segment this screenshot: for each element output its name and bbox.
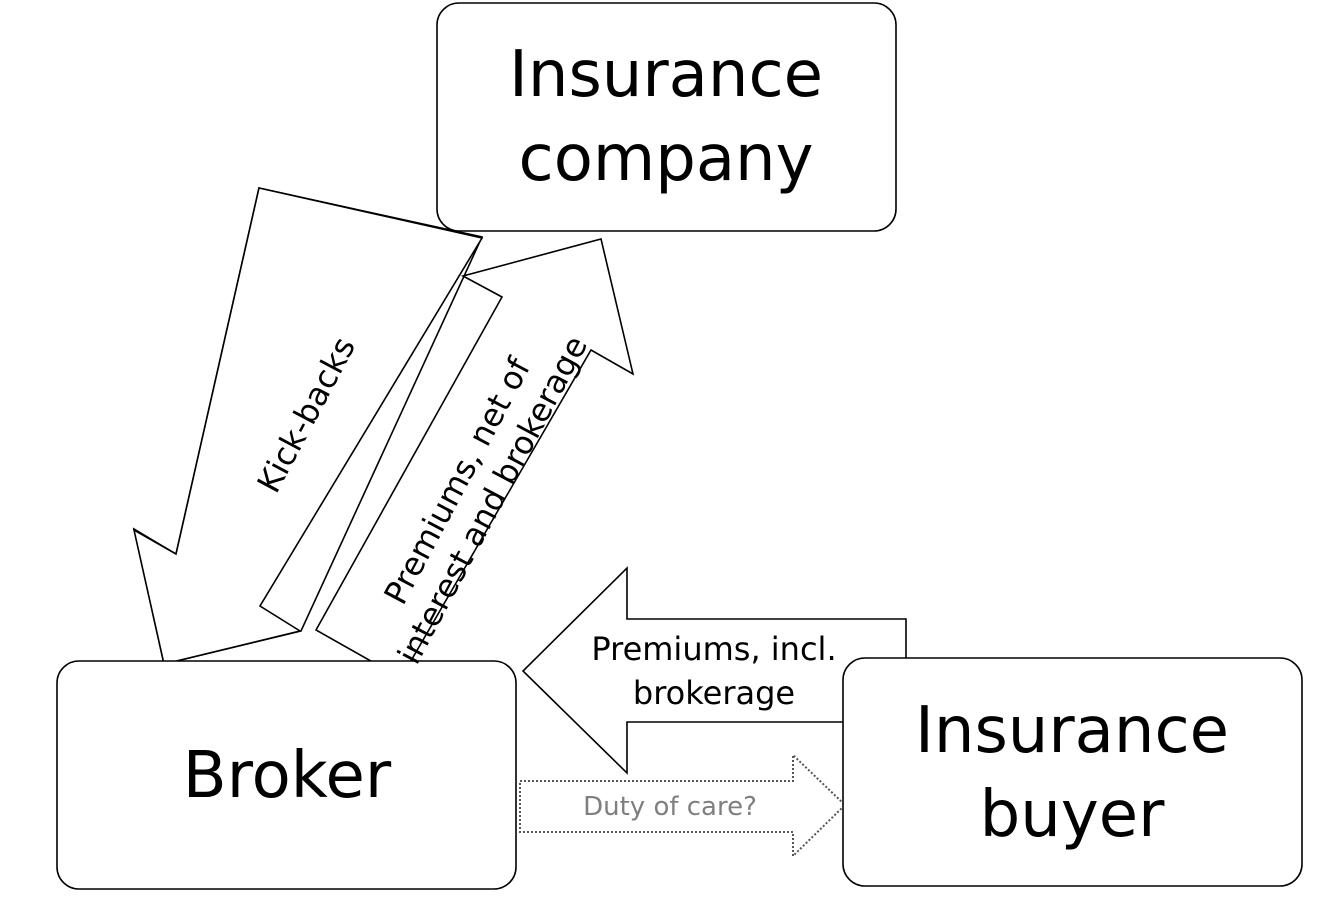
broker-label: Broker: [183, 739, 392, 813]
premiums-net-arrow-body: [314, 238, 635, 680]
insurance-company-node: Insurance company: [436, 2, 897, 232]
insurance-company-label-line2: company: [519, 122, 814, 196]
premiums-incl-label-line2: brokerage: [633, 674, 795, 712]
insurance-buyer-node: Insurance buyer: [842, 657, 1303, 887]
duty-of-care-arrow-body: [519, 752, 847, 859]
insurance-buyer-label-line1: Insurance: [915, 694, 1229, 768]
kickbacks-arrow-body: [132, 187, 484, 665]
insurance-company-label-line1: Insurance: [509, 38, 823, 112]
broker-node: Broker: [56, 660, 517, 890]
duty-of-care-label: Duty of care?: [583, 792, 757, 822]
insurance-buyer-label-line2: buyer: [980, 778, 1165, 852]
premiums-incl-label-line1: Premiums, incl.: [591, 630, 836, 668]
